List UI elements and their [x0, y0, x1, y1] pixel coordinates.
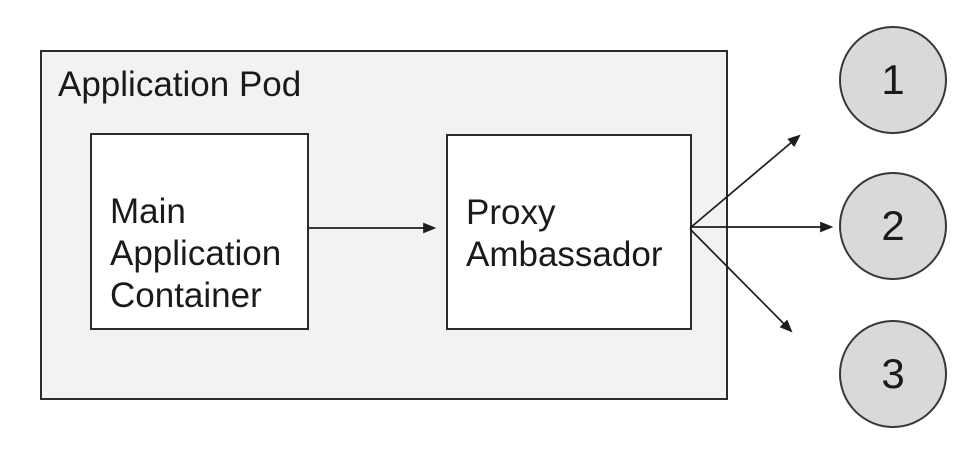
application-pod-label: Application Pod [58, 65, 302, 104]
application-pod-box: Application Pod Main Application Contain… [40, 50, 728, 400]
endpoint-3-label: 3 [881, 350, 905, 397]
endpoint-circle-3: 3 [839, 320, 947, 428]
proxy-ambassador-box: Proxy Ambassador [446, 134, 692, 330]
endpoint-1-label: 1 [881, 56, 905, 103]
endpoint-circle-2: 2 [839, 172, 947, 280]
proxy-ambassador-label: Proxy Ambassador [466, 193, 663, 274]
endpoint-2-label: 2 [881, 202, 905, 249]
endpoint-circle-1: 1 [839, 26, 947, 134]
main-application-container-label: Main Application Container [110, 192, 282, 315]
main-application-container-box: Main Application Container [90, 133, 309, 330]
